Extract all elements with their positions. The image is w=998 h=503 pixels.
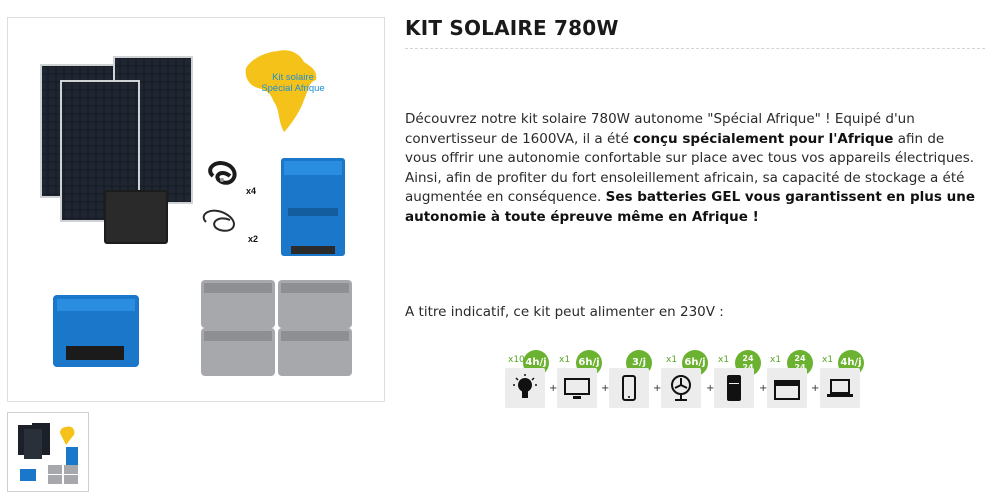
- description-bold-2: Ses batteries GEL vous garantissent en p…: [405, 189, 975, 225]
- product-main-image[interactable]: Kit solaire Spécial Afrique x4 x2: [7, 17, 385, 402]
- usage-count: x1: [666, 355, 678, 365]
- usage-count: x1: [559, 355, 571, 365]
- description-bold-1: conçu spécialement pour l'Afrique: [633, 130, 894, 147]
- title-divider: [405, 48, 985, 49]
- freezer-icon: [767, 368, 807, 408]
- description-text-2: afin de vous offrir une autonomie confor…: [405, 130, 975, 206]
- cable-count-small: x2: [248, 234, 259, 244]
- description-text-1: Découvrez notre kit solaire 780W autonom…: [405, 111, 915, 147]
- usage-count: x1: [770, 355, 782, 365]
- cable-count-large: x4: [246, 186, 257, 196]
- product-title: KIT SOLAIRE 780W: [405, 16, 619, 40]
- usage-count: x1: [822, 355, 834, 365]
- laptop-icon: [820, 368, 860, 408]
- batteries-icon: [201, 280, 352, 376]
- plus-separator: +: [601, 383, 610, 394]
- africa-map-icon: [245, 50, 317, 132]
- plus-separator: +: [811, 383, 820, 394]
- usage-count: x1: [718, 355, 730, 365]
- fridge-icon: [714, 368, 754, 408]
- appliance-usage-strip: x10 4h/j + x1 6h/j + 3/j + x1 6h/j + x1 …: [502, 350, 864, 410]
- plus-separator: +: [549, 383, 558, 394]
- thumbnail-illustration: [18, 423, 78, 484]
- junction-box-icon: [104, 190, 168, 244]
- plus-separator: +: [759, 383, 768, 394]
- plus-separator: +: [706, 383, 715, 394]
- inverter-icon: [281, 158, 345, 256]
- usage-count: x10: [508, 355, 525, 365]
- kit-illustration: [40, 50, 352, 376]
- indicative-note: A titre indicatif, ce kit peut alimenter…: [405, 304, 724, 320]
- product-thumbnail[interactable]: [7, 412, 89, 492]
- fan-icon: [661, 368, 701, 408]
- charge-controller-icon: [53, 295, 139, 367]
- plus-separator: +: [653, 383, 662, 394]
- product-description: Découvrez notre kit solaire 780W autonom…: [405, 110, 977, 227]
- cables-icon: [202, 161, 237, 232]
- solar-panels-icon: [40, 56, 193, 222]
- bulb-icon: [505, 368, 545, 408]
- tv-icon: [557, 368, 597, 408]
- phone-icon: [609, 368, 649, 408]
- africa-kit-label: Kit solaire Spécial Afrique: [261, 72, 325, 94]
